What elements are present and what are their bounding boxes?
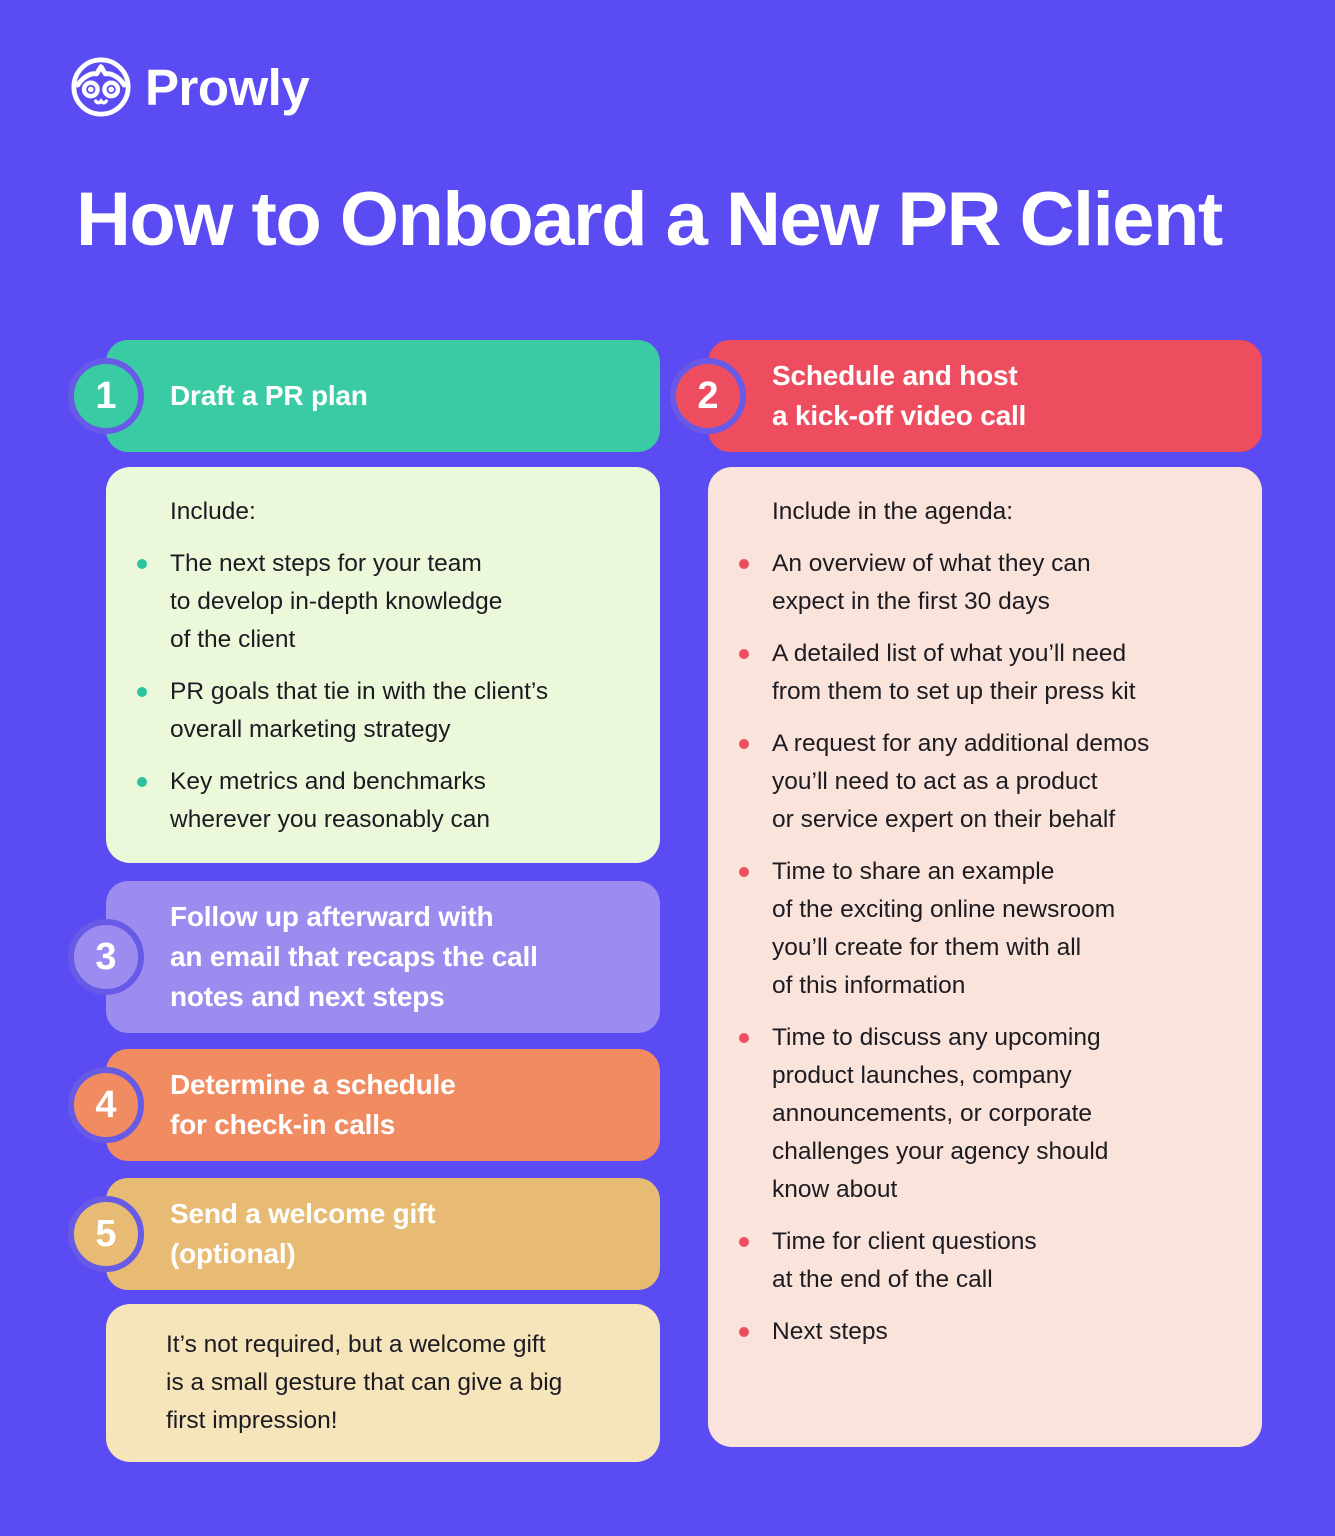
page-header: Prowly How to Onboard a New PR Client (0, 0, 1335, 258)
step-5-number: 5 (95, 1212, 117, 1255)
step-1-details-list: The next steps for your team to develop … (137, 545, 626, 839)
step-1-details-box: Include: The next steps for your team to… (106, 467, 660, 863)
right-column: 2 Schedule and host a kick-off video cal… (670, 340, 1262, 1462)
brand-name: Prowly (145, 58, 310, 116)
step-3-pill: 3 Follow up afterward with an email that… (68, 881, 660, 1033)
step-3-label: Follow up afterward with an email that r… (170, 901, 538, 1012)
step-4-number-badge: 4 (68, 1067, 144, 1143)
step-1-details-heading: Include: (170, 498, 256, 525)
step-2-label: Schedule and host a kick-off video call (772, 360, 1027, 431)
list-item: An overview of what they can expect in t… (739, 545, 1228, 621)
step-5-number-badge: 5 (68, 1196, 144, 1272)
step-1-number: 1 (95, 374, 117, 417)
step-5-pill: 5 Send a welcome gift (optional) (68, 1178, 660, 1290)
page-title: How to Onboard a New PR Client (76, 177, 1223, 262)
list-item: A request for any additional demos you’l… (739, 725, 1228, 839)
step-2-number: 2 (697, 374, 719, 417)
step-4-number: 4 (95, 1083, 117, 1126)
content-columns: 1 Draft a PR plan Include: The next step… (0, 340, 1335, 1462)
left-column: 1 Draft a PR plan Include: The next step… (68, 340, 660, 1462)
step-2-details-heading: Include in the agenda: (772, 498, 1014, 525)
step-4-label: Determine a schedule for check-in calls (170, 1069, 456, 1140)
step-1-label: Draft a PR plan (170, 380, 368, 411)
list-item: Time to discuss any upcoming product lau… (739, 1019, 1228, 1209)
welcome-gift-note: It’s not required, but a welcome gift is… (106, 1304, 660, 1462)
step-2-details-box: Include in the agenda: An overview of wh… (708, 467, 1262, 1447)
step-3-number: 3 (95, 935, 117, 978)
list-item: A detailed list of what you’ll need from… (739, 635, 1228, 711)
step-2-pill: 2 Schedule and host a kick-off video cal… (670, 340, 1262, 452)
list-item: Time for client questions at the end of … (739, 1223, 1228, 1299)
step-1-number-badge: 1 (68, 358, 144, 434)
list-item: The next steps for your team to develop … (137, 545, 626, 659)
step-3-number-badge: 3 (68, 919, 144, 995)
list-item: Time to share an example of the exciting… (739, 853, 1228, 1005)
step-5-label: Send a welcome gift (optional) (170, 1198, 436, 1269)
step-2-number-badge: 2 (670, 358, 746, 434)
list-item: Next steps (739, 1313, 1228, 1351)
prowly-logo: Prowly (70, 56, 1335, 118)
step-4-pill: 4 Determine a schedule for check-in call… (68, 1049, 660, 1161)
step-1-pill: 1 Draft a PR plan (68, 340, 660, 452)
list-item: Key metrics and benchmarks wherever you … (137, 763, 626, 839)
list-item: PR goals that tie in with the client’s o… (137, 673, 626, 749)
owl-icon (71, 57, 131, 117)
step-2-details-list: An overview of what they can expect in t… (739, 545, 1228, 1351)
